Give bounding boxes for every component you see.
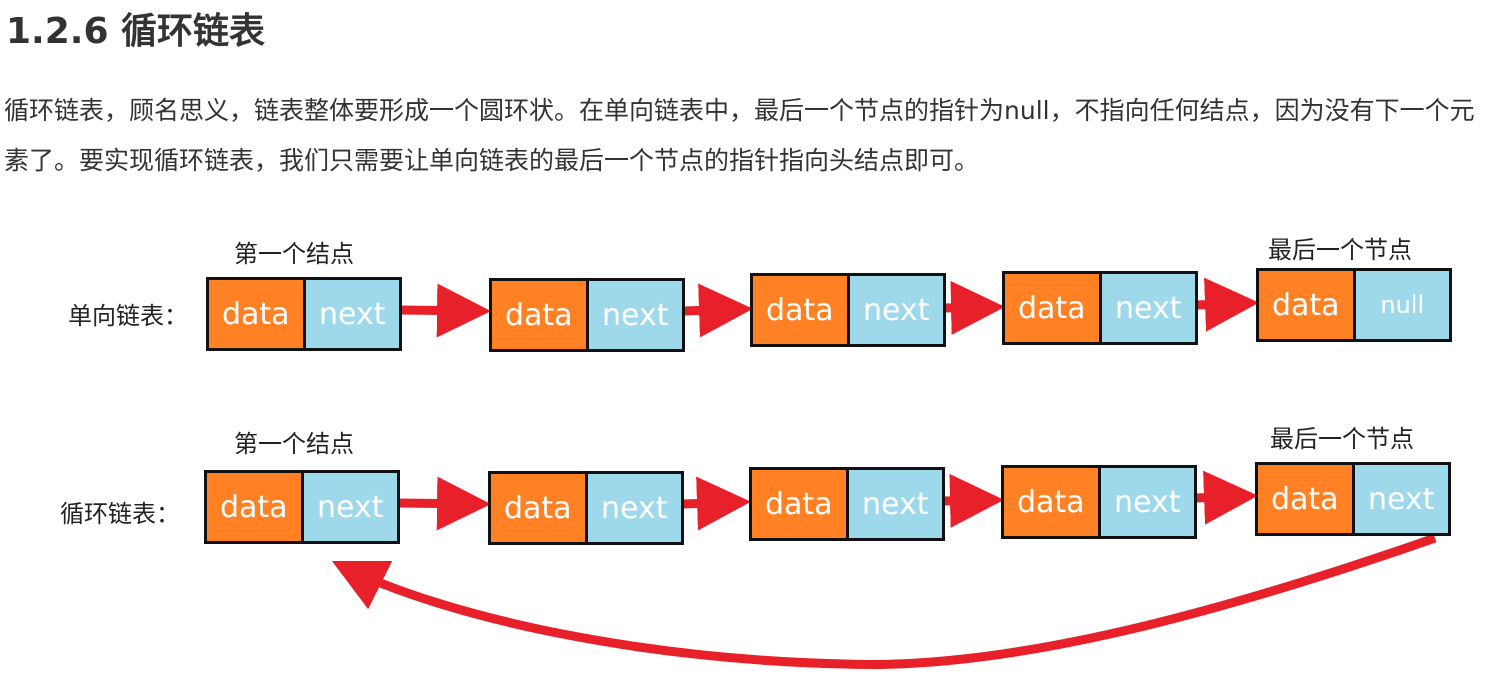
arrow-circular-1 <box>396 476 491 531</box>
next-cell: null <box>1355 271 1449 339</box>
arrow-singly-1 <box>398 283 491 338</box>
next-cell: next <box>305 280 399 348</box>
data-cell: data <box>209 280 303 348</box>
data-cell: data <box>1259 271 1353 339</box>
next-cell: next <box>849 276 943 344</box>
next-cell: next <box>1101 274 1195 342</box>
data-cell: data <box>1004 468 1098 536</box>
arrow-circular-4 <box>1194 470 1258 525</box>
next-cell: next <box>588 281 682 349</box>
circular-last-label: 最后一个节点 <box>1270 425 1414 453</box>
data-cell: data <box>492 281 586 349</box>
arrow-back-to-head <box>331 533 1437 669</box>
data-cell: data <box>752 470 846 538</box>
data-cell: data <box>491 474 585 542</box>
arrow-singly-2 <box>683 283 753 338</box>
next-cell: next <box>1354 465 1448 533</box>
data-cell: data <box>207 473 301 541</box>
description-paragraph: 循环链表，顾名思义，链表整体要形成一个圆环状。在单向链表中，最后一个节点的指针为… <box>4 96 1475 175</box>
singly-last-label: 最后一个节点 <box>1268 236 1412 264</box>
section-heading: 1.2.6 循环链表 <box>6 11 266 52</box>
next-cell: next <box>303 473 397 541</box>
arrow-singly-4 <box>1195 277 1259 332</box>
arrow-circular-3 <box>941 473 1004 528</box>
data-cell: data <box>753 276 847 344</box>
data-cell: data <box>1258 465 1352 533</box>
arrow-singly-3 <box>943 280 1005 335</box>
circular-row-label: 循环链表： <box>60 500 180 528</box>
next-cell: next <box>848 470 942 538</box>
data-cell: data <box>1005 274 1099 342</box>
next-cell: next <box>587 474 681 542</box>
singly-row-label: 单向链表： <box>68 302 188 330</box>
singly-first-label: 第一个结点 <box>234 240 354 268</box>
next-cell: next <box>1100 468 1194 536</box>
circular-first-label: 第一个结点 <box>234 430 354 458</box>
arrow-circular-2 <box>682 476 751 531</box>
